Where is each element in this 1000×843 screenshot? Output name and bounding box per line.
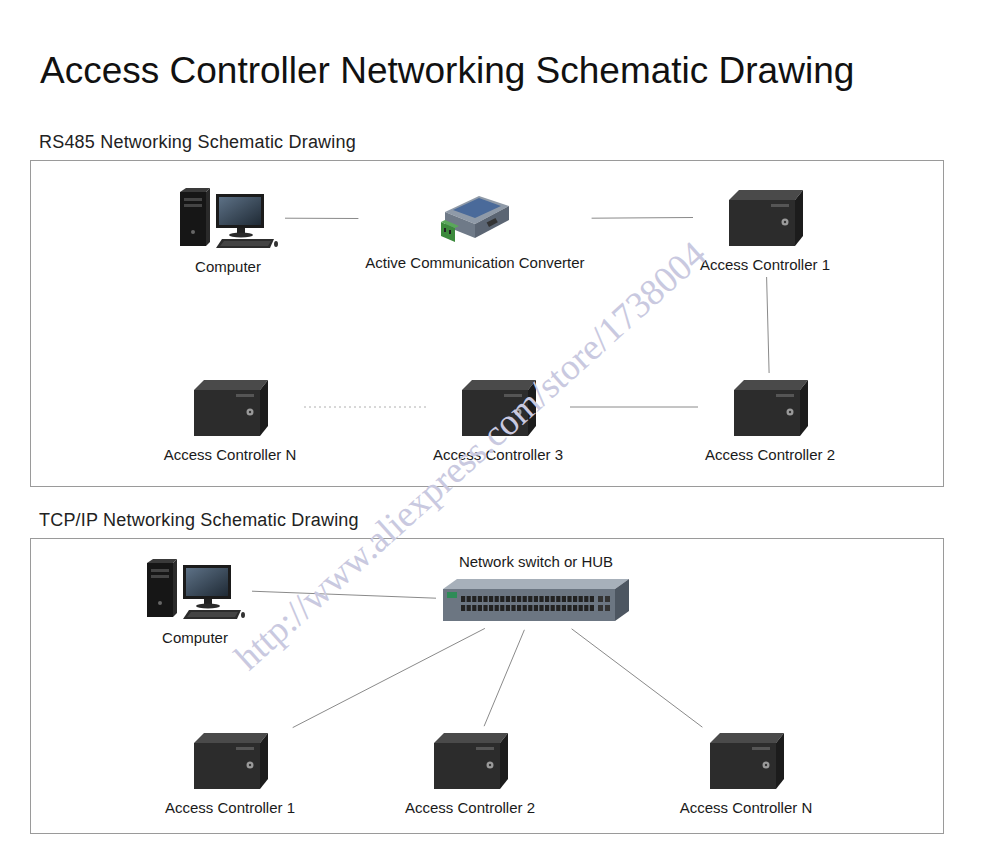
network-cable xyxy=(303,407,426,408)
network-cable xyxy=(572,629,703,727)
controller-icon xyxy=(430,729,510,791)
network-cable xyxy=(592,217,693,219)
device-node: Access Controller 1 xyxy=(161,729,299,817)
controller-icon xyxy=(190,729,270,791)
switch-icon xyxy=(443,577,629,627)
controller-icon xyxy=(730,376,810,438)
device-node: Network switch or HUB xyxy=(439,553,633,627)
device-node: Access Controller N xyxy=(676,729,817,817)
network-cable xyxy=(484,630,524,726)
device-label: Access Controller 1 xyxy=(700,256,830,274)
device-label: Access Controller 1 xyxy=(165,799,295,817)
network-cable xyxy=(285,218,358,219)
device-label: Access Controller 3 xyxy=(433,446,563,464)
controller-icon xyxy=(190,376,270,438)
device-node: Access Controller 2 xyxy=(401,729,539,817)
device-label: Computer xyxy=(195,258,261,276)
network-cable xyxy=(570,407,698,408)
device-node: Active Communication Converter xyxy=(361,192,588,272)
device-label: Computer xyxy=(162,629,228,647)
converter-icon xyxy=(439,192,511,246)
diagram-title: Access Controller Networking Schematic D… xyxy=(40,50,854,92)
device-label: Access Controller N xyxy=(164,446,297,464)
device-label: Access Controller 2 xyxy=(405,799,535,817)
device-label: Active Communication Converter xyxy=(365,254,584,272)
computer-icon xyxy=(178,186,278,250)
controller-icon xyxy=(706,729,786,791)
controller-icon xyxy=(458,376,538,438)
controller-icon xyxy=(725,186,805,248)
device-node: Access Controller 1 xyxy=(696,186,834,274)
device-label: Access Controller 2 xyxy=(705,446,835,464)
network-cable xyxy=(767,277,770,373)
device-node: Computer xyxy=(141,557,249,647)
device-node: Computer xyxy=(174,186,282,276)
device-label: Network switch or HUB xyxy=(459,553,613,571)
network-panel: TCP/IP Networking Schematic DrawingCompu… xyxy=(30,538,944,834)
network-cable xyxy=(293,628,485,727)
device-label: Access Controller N xyxy=(680,799,813,817)
device-node: Access Controller N xyxy=(160,376,301,464)
device-node: Access Controller 2 xyxy=(701,376,839,464)
device-node: Access Controller 3 xyxy=(429,376,567,464)
network-panel: RS485 Networking Schematic DrawingComput… xyxy=(30,160,944,487)
panel-heading: TCP/IP Networking Schematic Drawing xyxy=(39,510,359,531)
computer-icon xyxy=(145,557,245,621)
panel-heading: RS485 Networking Schematic Drawing xyxy=(39,132,356,153)
network-cable xyxy=(252,591,436,598)
